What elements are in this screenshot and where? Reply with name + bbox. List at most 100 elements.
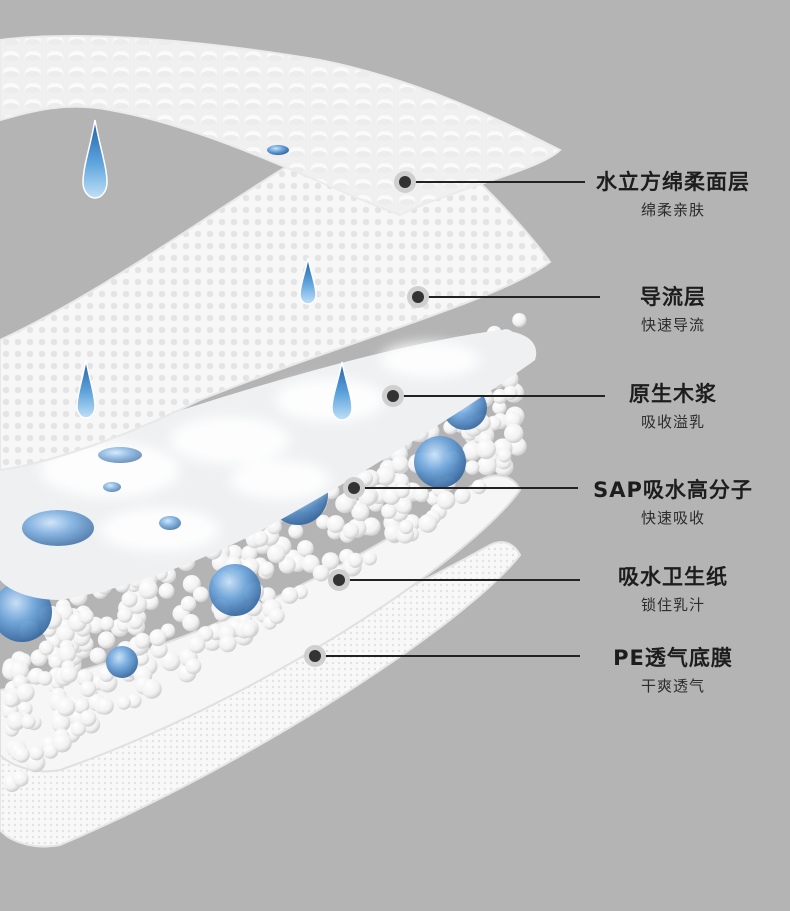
sap-bead (297, 540, 314, 557)
pointer-dot-icon (348, 482, 360, 494)
sap-bead (394, 483, 410, 499)
sap-bead (512, 313, 527, 328)
pointer-dot-icon (412, 291, 424, 303)
sap-bead (252, 530, 269, 547)
label-diversion: 导流层 快速导流 (573, 283, 773, 336)
sap-bead (492, 400, 507, 415)
sap-bead (138, 579, 158, 600)
sap-bead (52, 733, 72, 753)
label-pe-film: PE透气底膜 干爽透气 (573, 644, 773, 697)
sap-bead (15, 683, 35, 702)
sap-bead (418, 514, 438, 533)
water-drop-icon (299, 257, 317, 305)
label-title: PE透气底膜 (613, 646, 733, 670)
label-subtitle: 绵柔亲肤 (640, 201, 705, 219)
sap-bead (362, 517, 381, 536)
water-drop-icon (331, 361, 353, 421)
label-subtitle: 快速导流 (640, 316, 705, 334)
label-top-surface: 水立方绵柔面层 绵柔亲肤 (573, 168, 773, 221)
sap-bead (99, 616, 115, 631)
sap-bead (180, 596, 197, 612)
sap-bead (267, 544, 286, 564)
label-subtitle: 锁住乳汁 (640, 596, 705, 614)
sap-bead (397, 499, 412, 514)
sap-bead (321, 552, 340, 570)
sap-bead (78, 608, 94, 625)
water-drop-icon (76, 359, 96, 419)
sap-bead (342, 522, 360, 539)
sap-bead (351, 503, 370, 521)
sap-bead (476, 439, 496, 460)
sap-bead (50, 712, 71, 733)
label-title: 导流层 (640, 285, 706, 309)
sap-bead (21, 714, 36, 730)
sap-bead (477, 456, 497, 476)
pointer-dot-icon (309, 650, 321, 662)
label-title: SAP吸水高分子 (593, 478, 753, 502)
sap-bead (80, 680, 97, 698)
sap-bead (134, 632, 151, 649)
pointer-dot-icon (399, 176, 411, 188)
sap-bead (89, 647, 107, 664)
sap-bead (454, 487, 471, 504)
sap-bead (278, 556, 296, 574)
sap-bead (347, 552, 363, 568)
sap-bead (182, 614, 200, 632)
sap-bead (497, 448, 512, 463)
label-wood-pulp: 原生木浆 吸收溢乳 (573, 380, 773, 433)
sap-bead (188, 636, 206, 654)
water-droplets (76, 119, 353, 421)
sap-bead (13, 746, 30, 763)
sap-bead (241, 545, 258, 562)
sap-bead (37, 671, 53, 686)
sap-bead (503, 385, 518, 400)
sap-bead (281, 587, 299, 604)
sap-bead (96, 697, 114, 715)
sap-bead (240, 621, 257, 638)
sap-bead (141, 679, 162, 699)
water-drop-icon (82, 119, 108, 199)
sap-bead (436, 491, 456, 510)
absorbed-gel-bead (209, 564, 261, 616)
sap-bead (312, 564, 330, 582)
label-tissue: 吸水卫生纸 锁住乳汁 (573, 563, 773, 616)
sap-bead (258, 561, 275, 577)
top-surface-layer (0, 35, 562, 217)
sap-bead (335, 494, 355, 514)
label-sap: SAP吸水高分子 快速吸收 (573, 476, 773, 529)
sap-bead (381, 503, 397, 519)
sap-bead (38, 640, 54, 656)
sap-bead (398, 519, 414, 535)
sap-bead (17, 701, 33, 717)
sap-bead (465, 460, 480, 475)
sap-bead (29, 745, 44, 761)
pointer-dot-icon (387, 390, 399, 402)
sap-bead (471, 479, 487, 495)
sap-bead (3, 691, 20, 708)
sap-bead (97, 631, 116, 649)
sap-bead (116, 695, 131, 710)
sap-bead (288, 523, 304, 539)
sap-bead (70, 721, 86, 737)
sap-bead (326, 515, 345, 534)
label-title: 原生木浆 (629, 382, 717, 406)
sap-bead (9, 660, 29, 681)
sap-bead (117, 607, 133, 623)
sap-bead (149, 629, 167, 647)
sap-bead (375, 465, 396, 486)
sap-bead (79, 710, 97, 727)
sap-bead (160, 651, 181, 672)
label-subtitle: 吸收溢乳 (640, 413, 705, 431)
sap-bead (413, 486, 430, 503)
label-subtitle: 快速吸收 (640, 509, 705, 527)
label-title: 水立方绵柔面层 (596, 170, 750, 194)
sap-bead (58, 644, 77, 663)
sap-bead (56, 624, 75, 643)
label-subtitle: 干爽透气 (640, 677, 705, 695)
label-title: 吸水卫生纸 (618, 565, 728, 589)
sap-bead (6, 711, 26, 731)
sap-bead (59, 665, 78, 684)
sap-bead (121, 591, 138, 608)
absorbed-gel-bead (106, 646, 138, 678)
